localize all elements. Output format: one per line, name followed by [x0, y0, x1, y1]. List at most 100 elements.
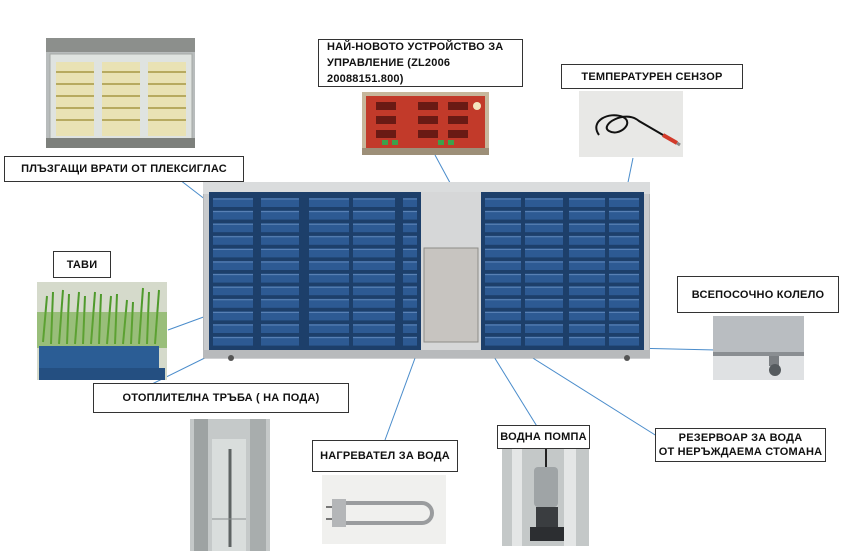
- label-heating-pipe-text: ОТОПЛИТЕЛНА ТРЪБА ( НА ПОДА): [122, 392, 320, 404]
- label-doors: ПЛЪЗГАЩИ ВРАТИ ОТ ПЛЕКСИГЛАС: [4, 156, 244, 182]
- tray: [525, 223, 563, 233]
- germination-cabinet-photo: [203, 182, 650, 362]
- tray: [309, 223, 349, 233]
- tray: [609, 198, 639, 207]
- tray: [261, 198, 299, 207]
- tray: [403, 198, 417, 207]
- tray: [569, 273, 605, 283]
- tray: [213, 298, 253, 308]
- tray: [213, 210, 253, 220]
- tray: [525, 298, 563, 308]
- tray: [609, 286, 639, 296]
- tray: [213, 273, 253, 283]
- tray: [403, 273, 417, 283]
- tray: [353, 324, 395, 333]
- tray: [353, 198, 395, 207]
- tray: [261, 273, 299, 283]
- tray: [309, 261, 349, 270]
- tray: [485, 261, 521, 270]
- tray: [353, 298, 395, 308]
- tray: [485, 273, 521, 283]
- sensor-cable-photo: [579, 91, 683, 157]
- label-heating-pipe: ОТОПЛИТЕЛНА ТРЪБА ( НА ПОДА): [93, 383, 349, 413]
- tray: [609, 324, 639, 333]
- tray: [261, 210, 299, 220]
- tray: [261, 248, 299, 258]
- tray: [609, 223, 639, 233]
- tray: [213, 336, 253, 346]
- tray: [525, 286, 563, 296]
- tray: [353, 273, 395, 283]
- tray: [569, 235, 605, 245]
- tray: [309, 324, 349, 333]
- tray: [569, 336, 605, 346]
- tray: [485, 223, 521, 233]
- tray: [309, 198, 349, 207]
- label-tank-text-2: ОТ НЕРЪЖДАЕМА СТОМАНА: [658, 446, 823, 458]
- tray: [569, 311, 605, 321]
- tray: [525, 210, 563, 220]
- tray: [609, 336, 639, 346]
- tray: [309, 336, 349, 346]
- tray: [309, 210, 349, 220]
- tray: [353, 311, 395, 321]
- tray: [525, 261, 563, 270]
- tray: [403, 286, 417, 296]
- tray: [353, 223, 395, 233]
- tray: [525, 336, 563, 346]
- tray: [609, 311, 639, 321]
- tray: [609, 248, 639, 258]
- tray: [213, 235, 253, 245]
- tray: [403, 336, 417, 346]
- tray: [485, 298, 521, 308]
- tray: [353, 248, 395, 258]
- tray: [403, 248, 417, 258]
- label-wheel: ВСЕПОСОЧНО КОЛЕЛО: [677, 276, 839, 313]
- tray: [213, 261, 253, 270]
- controller-panel-photo: [362, 92, 489, 155]
- label-tank-text-1: РЕЗЕРВОАР ЗА ВОДА: [678, 432, 803, 444]
- tray: [309, 286, 349, 296]
- tray: [309, 235, 349, 245]
- label-trays-text: ТАВИ: [66, 258, 98, 271]
- label-water-heater: НАГРЕВАТЕЛ ЗА ВОДА: [312, 440, 458, 472]
- tray: [213, 198, 253, 207]
- tray: [403, 324, 417, 333]
- tray: [309, 298, 349, 308]
- tray: [403, 311, 417, 321]
- tray: [403, 210, 417, 220]
- tray: [609, 210, 639, 220]
- tray: [309, 311, 349, 321]
- label-controller: НАЙ-НОВОТО УСТРОЙСТВО ЗА УПРАВЛЕНИЕ (ZL2…: [318, 39, 523, 87]
- tray: [569, 286, 605, 296]
- tray: [569, 324, 605, 333]
- tray: [213, 248, 253, 258]
- tray: [261, 286, 299, 296]
- tray: [485, 198, 521, 207]
- label-controller-text: НАЙ-НОВОТО УСТРОЙСТВО ЗА УПРАВЛЕНИЕ (ZL2…: [327, 41, 504, 85]
- label-water-pump-text: ВОДНА ПОМПА: [500, 431, 587, 443]
- grass-tray-photo: [37, 282, 167, 380]
- tray: [353, 235, 395, 245]
- tray: [213, 311, 253, 321]
- tray: [485, 235, 521, 245]
- tray: [609, 273, 639, 283]
- tray: [485, 324, 521, 333]
- tray: [485, 311, 521, 321]
- tray: [525, 198, 563, 207]
- tray: [569, 198, 605, 207]
- floor-pipe-photo: [190, 419, 270, 551]
- caster-wheel-photo: [713, 316, 804, 380]
- label-temp-sensor-text: ТЕМПЕРАТУРЕН СЕНЗОР: [581, 70, 723, 83]
- tray: [609, 261, 639, 270]
- heater-leader: [384, 349, 419, 441]
- tray: [569, 248, 605, 258]
- pump-photo: [502, 449, 589, 546]
- tray: [525, 324, 563, 333]
- tray: [485, 248, 521, 258]
- tray: [403, 235, 417, 245]
- tray: [485, 336, 521, 346]
- tray: [569, 210, 605, 220]
- tray: [485, 286, 521, 296]
- tray: [353, 210, 395, 220]
